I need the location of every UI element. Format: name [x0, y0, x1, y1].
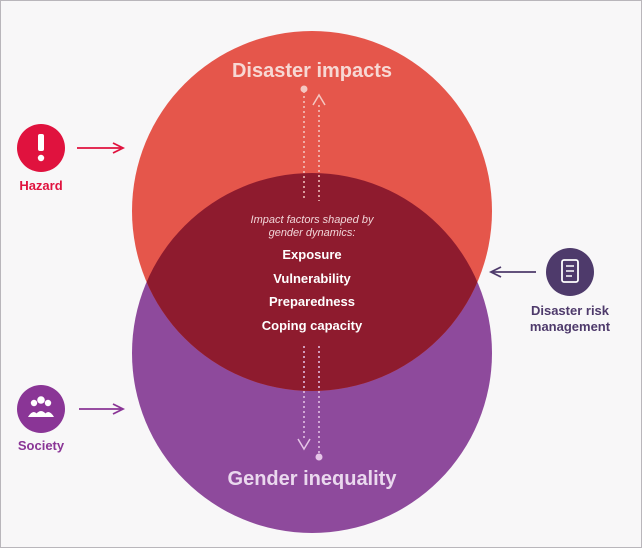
drm-label-line1: Disaster risk — [531, 303, 610, 318]
bottom-flow-arrows — [297, 346, 323, 461]
society-label: Society — [18, 438, 65, 453]
people-icon — [17, 385, 65, 433]
factor-preparedness: Preparedness — [269, 294, 355, 309]
factor-vulnerability: Vulnerability — [273, 271, 351, 286]
gender-inequality-label: Gender inequality — [228, 468, 398, 490]
hazard-label: Hazard — [19, 178, 62, 193]
impact-factors-subtitle-line1: Impact factors shaped by — [251, 214, 375, 226]
drm-label-line2: management — [530, 319, 611, 334]
disaster-impacts-label: Disaster impacts — [232, 60, 392, 82]
factor-exposure: Exposure — [282, 247, 341, 262]
drm-input: Disaster risk management — [488, 248, 611, 334]
document-icon — [546, 248, 594, 296]
impact-factors-subtitle-line2: gender dynamics: — [269, 227, 356, 239]
top-flow-arrows — [300, 85, 326, 201]
factor-coping-capacity: Coping capacity — [262, 318, 363, 333]
hazard-input: Hazard — [17, 124, 126, 193]
overlap-region — [132, 173, 492, 391]
society-input: Society — [17, 385, 126, 453]
